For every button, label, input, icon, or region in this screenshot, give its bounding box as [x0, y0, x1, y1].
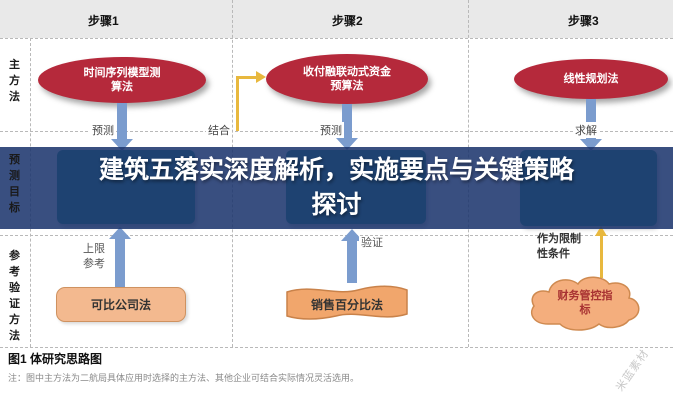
flow-label-forecast-2: 预测: [318, 122, 344, 138]
yellow-connector-line: [236, 76, 258, 79]
reference-label: 销售百分比法: [310, 297, 383, 312]
watermark-text: 米蓝素材: [614, 347, 652, 394]
reference-box-comparable-company: 可比公司法: [56, 287, 186, 322]
flow-label-combine: 结合: [206, 122, 232, 138]
yellow-arrow-right-icon: [256, 71, 266, 83]
figure-caption: 图1 体研究思路图: [8, 352, 103, 366]
flow-label-forecast-1: 预测: [90, 122, 116, 138]
flow-label-solve: 求解: [573, 122, 599, 138]
step-1-label: 步骤1: [88, 14, 119, 28]
method-ellipse-time-series: 时间序列模型测算法: [38, 57, 206, 103]
step-2-label: 步骤2: [332, 14, 363, 28]
yellow-arrow-up-icon: [595, 226, 607, 236]
method-label: 线性规划法: [563, 73, 619, 85]
grid-dashed-line: [0, 347, 673, 348]
method-label: 收付融联动式资金预算法: [303, 66, 391, 92]
step-3-label: 步骤3: [568, 14, 599, 28]
overlay-title-line1: 建筑五落实深度解析，实施要点与关键策略: [98, 156, 574, 184]
figure-note: 注：图中主方法为二航局具体应用时选择的主方法、其他企业可结合实际情况灵活选用。: [8, 373, 360, 383]
grid-dashed-line: [0, 38, 673, 39]
reference-label: 财务管控指标: [557, 290, 613, 316]
overlay-title-line2: 探讨: [311, 191, 362, 219]
sidebar-row-main-method: 主方法: [9, 59, 20, 103]
step-header-band: [0, 0, 673, 38]
mid-label-verify: 验证: [359, 236, 385, 251]
sidebar-row-forecast-goal: 预测目标: [9, 154, 20, 214]
reference-cloud-financial-control: 财务管控指标: [522, 272, 648, 334]
yellow-connector-line: [600, 236, 603, 278]
method-ellipse-linear-programming: 线性规划法: [514, 59, 668, 99]
sidebar-row-reference-verify: 参考验证方法: [9, 250, 20, 342]
yellow-connector-line: [236, 77, 239, 131]
mid-label-upper-reference: 上限参考: [83, 243, 105, 270]
reference-ribbon-sales-percentage: 销售百分比法: [284, 282, 410, 326]
reference-label: 可比公司法: [90, 298, 151, 312]
grid-dashed-line: [0, 235, 673, 236]
mid-label-constraint: 作为限制性条件: [537, 233, 581, 260]
method-label: 时间序列模型测算法: [83, 67, 161, 93]
ribbon-shape-icon: [286, 285, 408, 320]
title-overlay-banner: 建筑五落实深度解析，实施要点与关键策略 探讨: [0, 147, 673, 229]
method-ellipse-fund-budget: 收付融联动式资金预算法: [266, 54, 428, 104]
cloud-shape-icon: [530, 276, 640, 331]
